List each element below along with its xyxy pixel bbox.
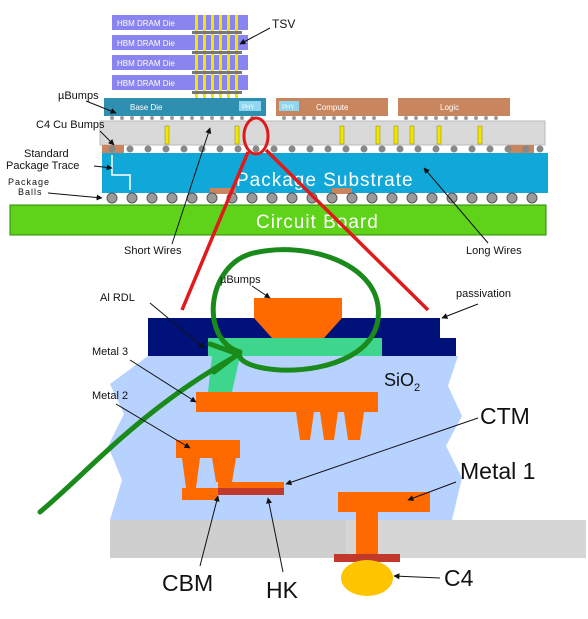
c4-ball [341, 560, 393, 596]
passivation-arrow [441, 303, 479, 319]
standard-package-trace-arrow [93, 164, 113, 171]
ctm-plate [218, 482, 284, 488]
ubumps-row [110, 116, 498, 120]
circuit-board [9, 204, 547, 236]
hk-layer [218, 488, 284, 495]
metal-1 [338, 492, 430, 512]
package-balls-label-1: Package [8, 177, 50, 187]
passivation-label: passivation [456, 288, 511, 300]
metal-2-via-1 [182, 458, 200, 488]
package-substrate [102, 153, 548, 193]
tsv-arrow [239, 27, 271, 45]
red-zoom-line-left [180, 151, 250, 311]
metal2-label: Metal 2 [92, 390, 128, 402]
sio2-label-subscript: 2 [414, 382, 420, 394]
metal-3-via-1 [296, 412, 314, 440]
interposer-tsvs [164, 125, 483, 145]
metal-2 [176, 440, 240, 458]
green-arrow-stroke [37, 353, 239, 515]
logic-die [398, 98, 510, 116]
logic-die-label: Logic [440, 103, 459, 112]
base-die-label: Base Die [130, 103, 163, 112]
standard-package-trace-label-1: Standard [24, 148, 69, 160]
standard-package-trace-label-2: Package Trace [6, 160, 79, 172]
al-rdl [208, 338, 382, 356]
al-rdl-arrow [149, 302, 205, 349]
green-arrow-head [207, 341, 241, 375]
c4-arrow [393, 573, 441, 580]
metal-3 [196, 392, 378, 412]
hbm-stack: HBM DRAM Die HBM DRAM Die HBM DRAM Die H… [112, 15, 248, 98]
bottom-cross-section-diagram: µBumps Al RDL passivation Metal 3 SiO2 M… [37, 116, 586, 603]
long-wires-label: Long Wires [466, 245, 522, 257]
sio2-label-base: SiO [384, 370, 414, 390]
passivation-right [382, 338, 456, 356]
al-rdl-label: Al RDL [100, 292, 135, 304]
metal-1-pillar [356, 512, 378, 554]
compute-die [276, 98, 388, 116]
package-balls-label-2: Balls [18, 187, 43, 197]
ubump-structure [254, 298, 342, 338]
base-die-phy [239, 101, 261, 111]
cbm-plate [182, 488, 218, 500]
compute-die-label: Compute [316, 103, 349, 112]
package-balls-arrow [47, 192, 103, 201]
metal1-arrow [407, 481, 457, 501]
metal1-label: Metal 1 [460, 458, 535, 484]
top-package-diagram: HBM DRAM Die HBM DRAM Die HBM DRAM Die H… [6, 15, 548, 257]
ctm-arrow [285, 417, 479, 486]
sio2-label: SiO2 [384, 370, 420, 394]
tsv-label: TSV [272, 17, 295, 31]
c4-pad [334, 554, 400, 562]
silicon-base-left [110, 520, 346, 558]
hk-arrow [266, 497, 284, 573]
base-die-phy-label: PHY [242, 105, 254, 111]
bottom-ubumps-arrow [251, 285, 271, 299]
substrate-pads [210, 188, 352, 194]
compute-die-phy [279, 101, 299, 111]
green-highlight-loop [210, 247, 381, 373]
metal2-arrow [115, 403, 191, 449]
compute-die-phy-label: PHY [282, 105, 294, 111]
passivation-left [148, 338, 208, 356]
hbm-die-label-1: HBM DRAM Die [117, 19, 175, 28]
short-wires-arrow [171, 127, 212, 245]
hbm-interdie-bumps [192, 31, 242, 94]
c4-label: C4 [444, 565, 474, 591]
hbm-die-label-2: HBM DRAM Die [117, 39, 175, 48]
hbm-die-label-3: HBM DRAM Die [117, 59, 175, 68]
c4-cu-bumps-arrow [99, 130, 115, 146]
c4-bumps-row [108, 145, 544, 153]
red-zoom-line-right [264, 148, 430, 312]
ubumps-label: µBumps [58, 90, 99, 102]
c4-cu-bumps-label: C4 Cu Bumps [36, 119, 105, 131]
ubumps-arrow [85, 100, 117, 114]
hbm-die-label-4: HBM DRAM Die [117, 79, 175, 88]
package-balls-row [106, 192, 538, 204]
base-die [104, 98, 266, 116]
cbm-label: CBM [162, 570, 213, 596]
tsv-columns [195, 15, 238, 98]
ctm-label: CTM [480, 403, 530, 429]
short-wires-label: Short Wires [124, 245, 182, 257]
interposer [99, 120, 546, 146]
metal3-arrow [129, 359, 197, 403]
metal3-label: Metal 3 [92, 346, 128, 358]
hk-label: HK [266, 577, 299, 603]
package-substrate-label: Package Substrate [236, 170, 414, 191]
metal-3-via-3 [344, 412, 364, 440]
metal-2-via-2 [212, 458, 236, 482]
long-wires-arrow [423, 167, 489, 244]
red-highlight-circle [242, 116, 270, 156]
bottom-ubumps-label: µBumps [220, 274, 261, 286]
metal-3-via-2 [320, 412, 338, 440]
circuit-board-label: Circuit Board [256, 212, 379, 233]
cbm-arrow [199, 495, 220, 567]
